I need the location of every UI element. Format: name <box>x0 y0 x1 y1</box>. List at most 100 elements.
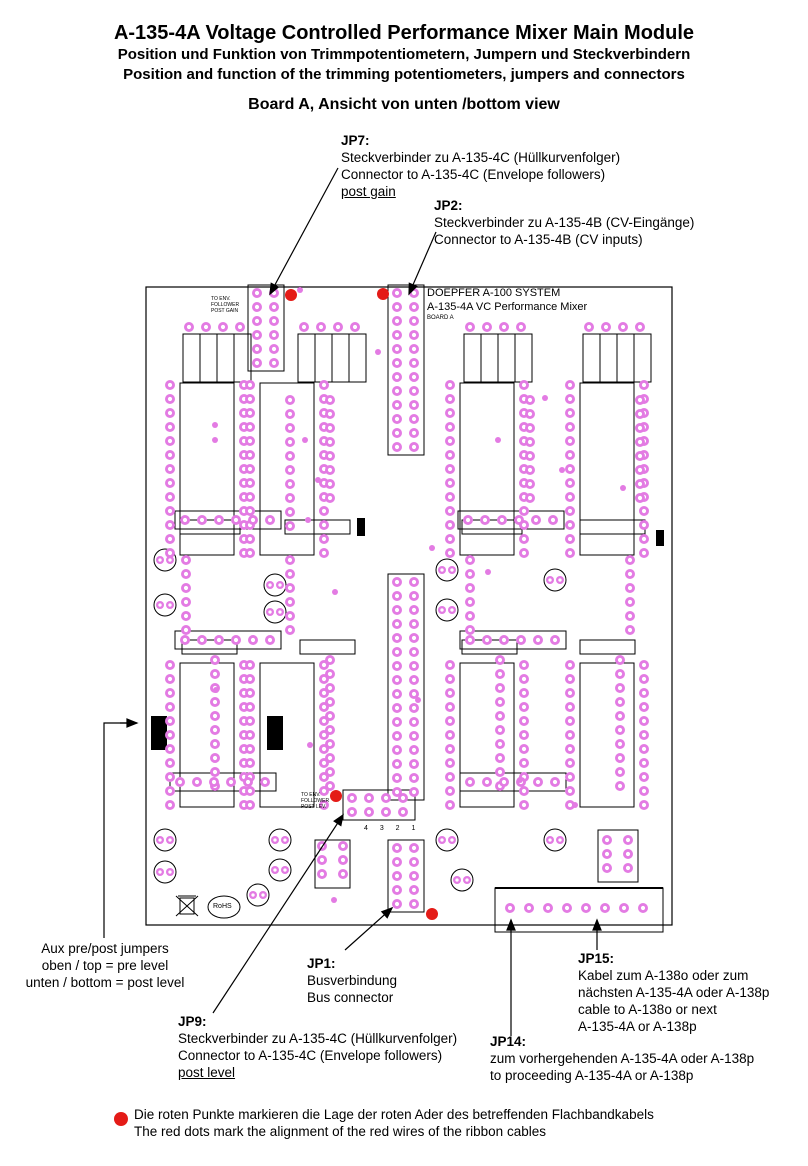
pcb-pad-hole <box>497 755 503 761</box>
pcb-pad-hole <box>247 410 253 416</box>
pcb-pad-hole <box>216 637 222 643</box>
pcb-pad-hole <box>640 905 646 911</box>
pcb-pad-hole <box>447 718 453 724</box>
pcb-component-outline <box>314 333 333 383</box>
capacitor-outline <box>153 828 177 852</box>
pcb-pad-hole <box>241 704 247 710</box>
pcb-pad-hole <box>267 517 273 523</box>
rohs-text: RoHS <box>213 903 232 910</box>
pcb-pad-hole <box>447 788 453 794</box>
pcb-pad-hole <box>411 845 417 851</box>
pcb-component-outline <box>216 333 235 383</box>
jp2-line1: Steckverbinder zu A-135-4B (CV-Eingänge) <box>434 215 695 230</box>
pcb-pad-hole <box>366 795 372 801</box>
pcb-pad-hole <box>247 494 253 500</box>
pcb-pad-hole <box>518 324 524 330</box>
capacitor-outline <box>153 860 177 884</box>
pcb-pad-hole <box>167 494 173 500</box>
pcb-pad-hole <box>521 536 527 542</box>
pcb-pad-hole <box>301 324 307 330</box>
pcb-pad-hole <box>411 887 417 893</box>
pcb-pad-hole <box>321 704 327 710</box>
pcb-pad-hole <box>641 774 647 780</box>
jp1-line1: Busverbindung <box>307 973 398 988</box>
pcb-pad-hole <box>447 410 453 416</box>
capacitor-outline <box>263 600 287 624</box>
jp7-line1: Steckverbinder zu A-135-4C (Hüllkurvenfo… <box>341 150 621 165</box>
pcb-pad-hole <box>411 775 417 781</box>
pcb-pad-hole <box>394 719 400 725</box>
pcb-pad-hole <box>167 662 173 668</box>
pcb-pad-hole <box>327 495 333 501</box>
pcb-pad-hole <box>241 746 247 752</box>
pcb-pad-hole <box>567 550 573 556</box>
pcb-component-outline <box>480 333 499 383</box>
pcb-pad-hole <box>617 769 623 775</box>
pcb-pad-hole <box>567 676 573 682</box>
pcb-component-outline <box>597 829 639 883</box>
pcb-pad-hole <box>447 690 453 696</box>
pcb-pad-hole <box>283 868 287 872</box>
pcb-pad-hole <box>447 452 453 458</box>
pcb-pad-hole <box>254 304 260 310</box>
pcb-pad-hole <box>247 382 253 388</box>
pcb-pad-hole <box>484 637 490 643</box>
pcb-pad-hole <box>327 713 333 719</box>
pcb-pad-hole <box>287 509 293 515</box>
pcb-component-outline <box>459 772 567 792</box>
pcb-pad-hole <box>447 704 453 710</box>
pcb-component-outline <box>314 839 351 889</box>
pcb-pad-hole <box>567 536 573 542</box>
pcb-pad-hole <box>158 603 162 607</box>
callout-arrows <box>103 167 602 1036</box>
pcb-component-outline <box>342 789 416 821</box>
pcb-pad-hole <box>552 637 558 643</box>
pcb-pad-hole <box>627 571 633 577</box>
pcb-component-outline <box>181 639 238 655</box>
pcb-via <box>542 395 548 401</box>
pcb-pad-hole <box>327 727 333 733</box>
pcb-pad-hole <box>567 746 573 752</box>
pcb-pad-hole <box>340 843 346 849</box>
pcb-pad-hole <box>394 705 400 711</box>
legend: Die roten Punkte markieren die Lage der … <box>134 1106 654 1140</box>
pcb-pad-hole <box>567 662 573 668</box>
pcb-pad-hole <box>287 411 293 417</box>
pcb-pad-hole <box>521 704 527 710</box>
pcb-pad-hole <box>394 416 400 422</box>
pcb-component-outline <box>459 662 515 808</box>
red-dot-icon <box>114 1112 128 1126</box>
pcb-pad-hole <box>507 905 513 911</box>
pcb-pad-hole <box>167 760 173 766</box>
jp7-line3: post gain <box>341 184 396 199</box>
callout-arrowhead <box>506 918 516 931</box>
pcb-pad-hole <box>394 649 400 655</box>
pcb-pad-hole <box>394 747 400 753</box>
pcb-pad-hole <box>251 893 255 897</box>
pcb-component-outline <box>387 839 425 913</box>
pcb-pad-hole <box>394 775 400 781</box>
pcb-pad-hole <box>447 662 453 668</box>
pcb-pad-hole <box>394 635 400 641</box>
pcb-component-outline <box>459 382 515 556</box>
pcb-pad-hole <box>447 438 453 444</box>
board-model: A-135-4A VC Performance Mixer <box>427 301 588 313</box>
pcb-pad-hole <box>287 495 293 501</box>
pcb-pad-hole <box>467 627 473 633</box>
pcb-pad-hole <box>641 522 647 528</box>
pcb-pad-hole <box>621 905 627 911</box>
jp9-line1: Steckverbinder zu A-135-4C (Hüllkurvenfo… <box>178 1031 458 1046</box>
pcb-pad-hole <box>212 741 218 747</box>
pcb-pad-hole <box>637 425 643 431</box>
pcb-pad-hole <box>564 905 570 911</box>
pcb-pad-hole <box>567 802 573 808</box>
pcb-pad-hole <box>247 690 253 696</box>
pcb-pad-hole <box>641 802 647 808</box>
pcb-pad-hole <box>447 480 453 486</box>
pcb-pad-hole <box>254 318 260 324</box>
pcb-pad-hole <box>497 685 503 691</box>
pcb-pad-hole <box>455 878 459 882</box>
capacitor-outline <box>435 598 459 622</box>
pcb-via <box>315 477 321 483</box>
pcb-pad-hole <box>567 424 573 430</box>
